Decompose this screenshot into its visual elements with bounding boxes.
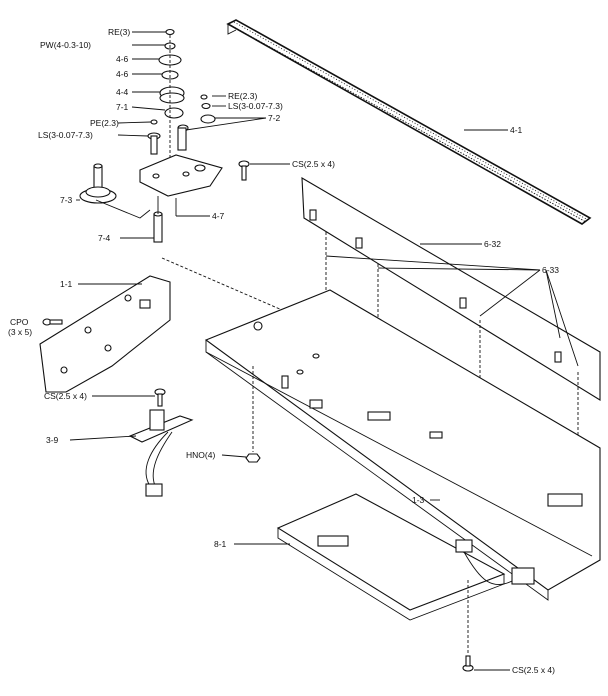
motor-shaft-7-3 — [79, 163, 151, 219]
label-ls-left: LS(3-0.07-7.3) — [38, 130, 93, 140]
label-6-32: 6-32 — [484, 239, 501, 249]
label-pw: PW(4-0.3-10) — [40, 40, 91, 50]
label-7-1: 7-1 — [116, 102, 129, 112]
label-7-4: 7-4 — [98, 233, 111, 243]
label-7-2: 7-2 — [268, 113, 281, 123]
label-ls-right: LS(3-0.07-7.3) — [228, 101, 283, 111]
label-8-1: 8-1 — [214, 539, 227, 549]
label-pe: PE(2.3) — [90, 118, 119, 128]
label-3-9: 3-9 — [46, 435, 59, 445]
belt-4-1 — [226, 19, 592, 225]
chassis-1-3 — [204, 289, 601, 601]
bracket-4-7 — [139, 154, 223, 197]
label-re3: RE(3) — [108, 27, 130, 37]
label-4-6b: 4-6 — [116, 69, 129, 79]
screw-cs-top — [238, 160, 250, 181]
label-4-6a: 4-6 — [116, 54, 129, 64]
screw-cpo — [42, 318, 63, 326]
pin-7-4 — [153, 196, 283, 311]
label-6-33: 6-33 — [542, 265, 559, 275]
switch-3-9 — [128, 409, 194, 497]
label-7-3: 7-3 — [60, 195, 73, 205]
gear-stack — [147, 28, 216, 160]
side-plate-1-1 — [39, 275, 171, 393]
screw-cs-mid — [154, 388, 166, 407]
leader-lines — [69, 31, 579, 671]
label-1-1: 1-1 — [60, 279, 73, 289]
label-cs-mid: CS(2.5 x 4) — [44, 391, 87, 401]
part-labels: RE(3) PW(4-0.3-10) 4-6 4-6 4-4 7-1 PE(2.… — [8, 27, 559, 675]
label-cpo-size: (3 x 5) — [8, 327, 32, 337]
label-4-4: 4-4 — [116, 87, 129, 97]
label-hno: HNO(4) — [186, 450, 215, 460]
label-cpo: CPO — [10, 317, 29, 327]
label-re23: RE(2.3) — [228, 91, 257, 101]
label-cs-top: CS(2.5 x 4) — [292, 159, 335, 169]
pcb-8-1 — [276, 493, 535, 621]
label-cs-bottom: CS(2.5 x 4) — [512, 665, 555, 675]
nut-hno — [245, 366, 261, 463]
label-4-1: 4-1 — [510, 125, 523, 135]
rail-6-32 — [301, 177, 601, 470]
screw-cs-bottom — [462, 580, 474, 672]
label-4-7: 4-7 — [212, 211, 225, 221]
label-1-3: 1-3 — [412, 495, 425, 505]
